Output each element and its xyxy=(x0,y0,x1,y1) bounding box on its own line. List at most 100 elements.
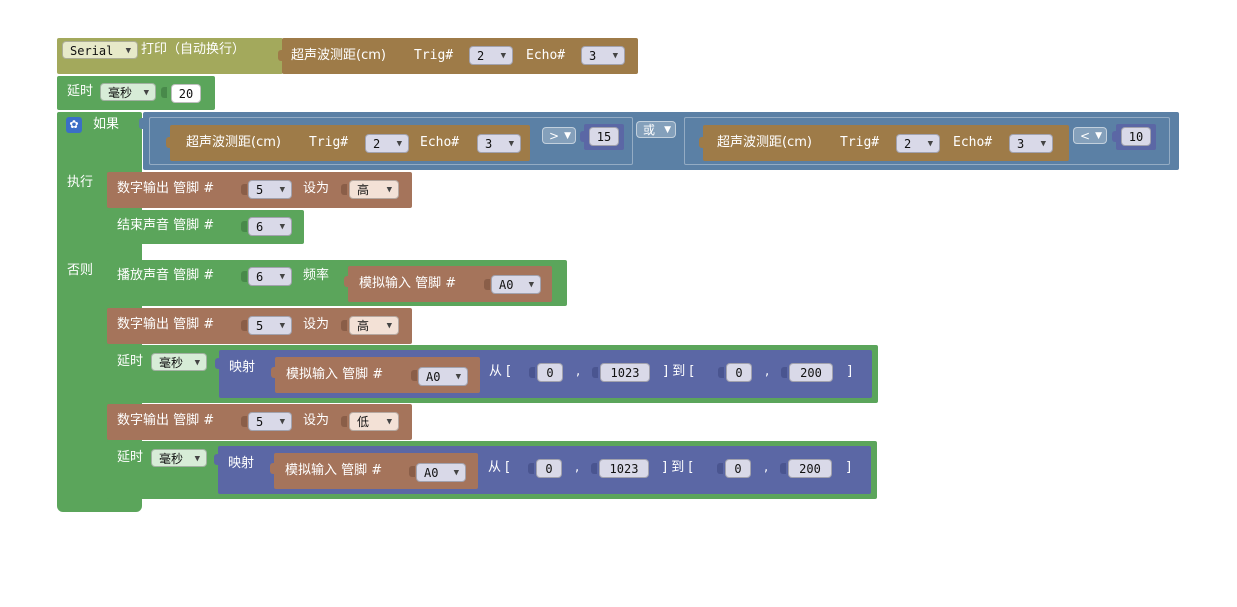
trig-label: Trig# xyxy=(840,135,880,150)
input-notch xyxy=(166,137,172,148)
input-notch xyxy=(241,221,247,232)
to-min-field[interactable]: 0 xyxy=(726,363,752,382)
to-max-field[interactable]: 200 xyxy=(789,363,833,382)
ultrasonic-label: 超声波测距(cm) xyxy=(717,135,812,150)
no-tone-label: 结束声音 管脚 # xyxy=(117,218,215,233)
compare-block-left[interactable]: 超声波测距(cm) Trig# 2▼ Echo# 3▼ >▼ 15 xyxy=(149,117,633,165)
pin-dropdown[interactable]: 5▼ xyxy=(248,316,292,335)
analog-read-block[interactable]: 模拟输入 管脚 # A0▼ xyxy=(270,453,478,489)
echo-pin-dropdown[interactable]: 3▼ xyxy=(477,134,521,153)
ultrasonic-label: 超声波测距(cm) xyxy=(186,135,281,150)
from-max-field[interactable]: 1023 xyxy=(600,363,650,382)
from-min-field[interactable]: 0 xyxy=(536,459,562,478)
chevron-down-icon: ▼ xyxy=(279,272,285,282)
input-notch xyxy=(341,320,347,331)
digital-write-block[interactable]: 数字输出 管脚 # 5▼ 设为 高▼ xyxy=(107,308,412,344)
trig-label: Trig# xyxy=(414,48,454,63)
pin-dropdown[interactable]: 5▼ xyxy=(248,412,292,431)
ultrasonic-block[interactable]: 超声波测距(cm) Trig# 2▼ Echo# 3▼ xyxy=(699,125,1069,161)
delay-label: 延时 xyxy=(117,354,144,369)
chevron-down-icon: ▼ xyxy=(386,417,392,427)
chevron-down-icon: ▼ xyxy=(125,46,131,56)
map-block[interactable]: 映射 模拟输入 管脚 # A0▼ 从 [ 0 , 1023 ] 到 [ 0 , … xyxy=(215,350,872,398)
chevron-down-icon: ▼ xyxy=(279,417,285,427)
analog-read-block[interactable]: 模拟输入 管脚 # A0▼ xyxy=(271,357,480,393)
echo-label: Echo# xyxy=(420,135,460,150)
delay-unit-dropdown[interactable]: 毫秒▼ xyxy=(100,83,156,101)
map-block[interactable]: 映射 模拟输入 管脚 # A0▼ 从 [ 0 , 1023 ] 到 [ 0 , … xyxy=(214,446,871,494)
delay-map-block[interactable]: 延时 毫秒▼ 映射 模拟输入 管脚 # A0▼ 从 [ 0 , 1023 ] 到… xyxy=(107,345,878,403)
ultrasonic-block[interactable]: 超声波测距(cm) Trig# 2▼ Echo# 3▼ xyxy=(278,38,638,74)
echo-label: Echo# xyxy=(953,135,993,150)
delay-label: 延时 xyxy=(67,84,94,99)
to-max-field[interactable]: 200 xyxy=(788,459,832,478)
input-notch xyxy=(139,118,145,129)
analog-read-label: 模拟输入 管脚 # xyxy=(359,276,457,291)
input-notch xyxy=(780,463,786,474)
pin-dropdown[interactable]: 6▼ xyxy=(248,217,292,236)
from-max-field[interactable]: 1023 xyxy=(599,459,649,478)
analog-read-block[interactable]: 模拟输入 管脚 # A0▼ xyxy=(344,266,552,302)
compare-value-field[interactable]: 15 xyxy=(589,127,619,146)
then-label: 执行 xyxy=(67,175,94,190)
echo-pin-dropdown[interactable]: 3▼ xyxy=(581,46,625,65)
frequency-label: 频率 xyxy=(303,268,330,283)
input-notch xyxy=(344,276,350,287)
pin-dropdown[interactable]: 6▼ xyxy=(248,267,292,286)
chevron-down-icon: ▼ xyxy=(143,88,149,98)
tone-label: 播放声音 管脚 # xyxy=(117,268,215,283)
delay-block[interactable]: 延时 毫秒▼ 20 xyxy=(57,76,215,110)
no-tone-block[interactable]: 结束声音 管脚 # 6▼ xyxy=(107,210,304,244)
chevron-down-icon: ▼ xyxy=(386,321,392,331)
state-dropdown[interactable]: 低▼ xyxy=(349,412,399,431)
analog-pin-dropdown[interactable]: A0▼ xyxy=(416,463,466,482)
logic-or-block[interactable]: 超声波测距(cm) Trig# 2▼ Echo# 3▼ >▼ 15 或▼ 超声波… xyxy=(139,112,1179,170)
serial-port-dropdown[interactable]: Serial▼ xyxy=(62,41,138,59)
comma-label: , xyxy=(575,460,580,475)
input-notch xyxy=(241,271,247,282)
compare-value-field[interactable]: 10 xyxy=(1121,127,1151,146)
input-notch xyxy=(592,367,598,378)
delay-unit-dropdown[interactable]: 毫秒▼ xyxy=(151,449,207,467)
analog-read-label: 模拟输入 管脚 # xyxy=(286,367,384,382)
ultrasonic-block[interactable]: 超声波测距(cm) Trig# 2▼ Echo# 3▼ xyxy=(166,125,530,161)
compare-block-right[interactable]: 超声波测距(cm) Trig# 2▼ Echo# 3▼ <▼ 10 xyxy=(684,117,1170,165)
chevron-down-icon: ▼ xyxy=(194,454,200,464)
analog-pin-dropdown[interactable]: A0▼ xyxy=(491,275,541,294)
logic-operator-dropdown[interactable]: 或▼ xyxy=(636,121,676,138)
chevron-down-icon: ▼ xyxy=(508,139,514,149)
state-dropdown[interactable]: 高▼ xyxy=(349,180,399,199)
chevron-down-icon: ▼ xyxy=(386,185,392,195)
delay-map-block[interactable]: 延时 毫秒▼ 映射 模拟输入 管脚 # A0▼ 从 [ 0 , 1023 ] 到… xyxy=(107,441,877,499)
to-min-field[interactable]: 0 xyxy=(725,459,751,478)
number-block[interactable]: 15 xyxy=(580,124,624,150)
echo-label: Echo# xyxy=(526,48,566,63)
digital-write-block[interactable]: 数字输出 管脚 # 5▼ 设为 高▼ xyxy=(107,172,412,208)
state-dropdown[interactable]: 高▼ xyxy=(349,316,399,335)
close-bracket-label: ] xyxy=(847,364,853,379)
chevron-down-icon: ▼ xyxy=(453,468,459,478)
analog-pin-dropdown[interactable]: A0▼ xyxy=(418,367,468,386)
compare-operator-dropdown[interactable]: >▼ xyxy=(542,127,576,144)
gear-icon[interactable]: ✿ xyxy=(66,117,82,133)
delay-value-field[interactable]: 20 xyxy=(171,84,201,103)
chevron-down-icon: ▼ xyxy=(1095,131,1102,141)
trig-pin-dropdown[interactable]: 2▼ xyxy=(469,46,513,65)
serial-print-block[interactable]: Serial▼ 打印（自动换行） xyxy=(57,38,283,74)
serial-print-label: 打印（自动换行） xyxy=(141,42,246,57)
delay-label: 延时 xyxy=(117,450,144,465)
tone-block[interactable]: 播放声音 管脚 # 6▼ 频率 模拟输入 管脚 # A0▼ xyxy=(107,260,567,306)
from-min-field[interactable]: 0 xyxy=(537,363,563,382)
number-block[interactable]: 10 xyxy=(1112,124,1156,150)
trig-pin-dropdown[interactable]: 2▼ xyxy=(896,134,940,153)
compare-operator-dropdown[interactable]: <▼ xyxy=(1073,127,1107,144)
input-notch xyxy=(241,320,247,331)
pin-dropdown[interactable]: 5▼ xyxy=(248,180,292,199)
delay-unit-dropdown[interactable]: 毫秒▼ xyxy=(151,353,207,371)
input-notch xyxy=(580,131,586,142)
digital-write-block[interactable]: 数字输出 管脚 # 5▼ 设为 低▼ xyxy=(107,404,412,440)
if-label: 如果 xyxy=(93,117,120,132)
trig-pin-dropdown[interactable]: 2▼ xyxy=(365,134,409,153)
input-notch xyxy=(270,463,276,474)
echo-pin-dropdown[interactable]: 3▼ xyxy=(1009,134,1053,153)
